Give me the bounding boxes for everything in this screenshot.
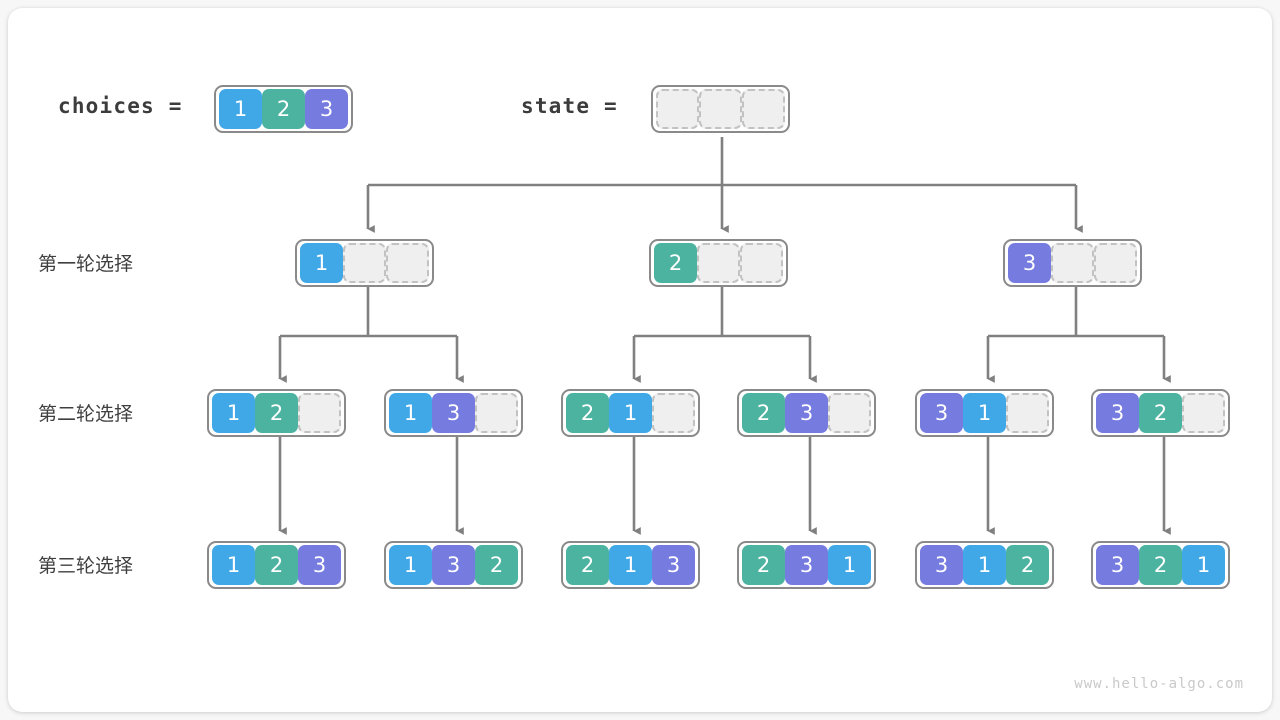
level2-node-5-cell-1: 2 [1139,393,1182,433]
level3-node-3: 2 3 1 [737,541,876,589]
level2-node-2: 2 1 [561,389,700,437]
level1-node-0: 1 [295,239,434,287]
level3-node-5-cell-2: 1 [1182,545,1225,585]
level3-node-4-cell-2: 2 [1006,545,1049,585]
level2-node-5: 3 2 [1091,389,1230,437]
level3-node-3-cell-1: 3 [785,545,828,585]
level2-node-3-cell-0: 2 [742,393,785,433]
level3-node-5-cell-1: 2 [1139,545,1182,585]
choices-cell-1: 2 [262,89,305,129]
level1-node-1-cell-0: 2 [654,243,697,283]
level1-node-1-cell-2 [740,243,783,283]
level3-node-0-cell-2: 3 [298,545,341,585]
row-label-round-1: 第一轮选择 [38,253,134,275]
level3-node-4-cell-1: 1 [963,545,1006,585]
choices-array: 1 2 3 [214,85,353,133]
level2-node-3-cell-2 [828,393,871,433]
state-cell-0 [656,89,699,129]
level2-node-1-cell-0: 1 [389,393,432,433]
level2-node-4-cell-0: 3 [920,393,963,433]
level2-node-0-cell-2 [298,393,341,433]
level3-node-4-cell-0: 3 [920,545,963,585]
level3-node-5-cell-0: 3 [1096,545,1139,585]
level2-node-3: 2 3 [737,389,876,437]
state-cell-2 [742,89,785,129]
row-label-round-2: 第二轮选择 [38,403,134,425]
level1-node-1-cell-1 [697,243,740,283]
level2-node-5-cell-0: 3 [1096,393,1139,433]
level3-node-0: 1 2 3 [207,541,346,589]
level3-node-2-cell-2: 3 [652,545,695,585]
level2-node-4: 3 1 [915,389,1054,437]
level2-node-3-cell-1: 3 [785,393,828,433]
row-label-round-3: 第三轮选择 [38,555,134,577]
level3-node-5: 3 2 1 [1091,541,1230,589]
state-cell-1 [699,89,742,129]
state-label: state = [521,94,618,118]
level3-node-4: 3 1 2 [915,541,1054,589]
level2-node-1-cell-2 [475,393,518,433]
level1-node-0-cell-0: 1 [300,243,343,283]
level2-node-0-cell-0: 1 [212,393,255,433]
level1-node-2-cell-0: 3 [1008,243,1051,283]
level2-node-4-cell-2 [1006,393,1049,433]
level3-node-0-cell-1: 2 [255,545,298,585]
level2-node-5-cell-2 [1182,393,1225,433]
level3-node-1-cell-2: 2 [475,545,518,585]
level3-node-2: 2 1 3 [561,541,700,589]
level2-node-0-cell-1: 2 [255,393,298,433]
level2-node-1-cell-1: 3 [432,393,475,433]
level1-node-1: 2 [649,239,788,287]
level3-node-2-cell-1: 1 [609,545,652,585]
level3-node-3-cell-2: 1 [828,545,871,585]
level1-node-2-cell-1 [1051,243,1094,283]
choices-cell-2: 3 [305,89,348,129]
watermark: www.hello-algo.com [1074,676,1244,692]
level1-node-0-cell-1 [343,243,386,283]
level1-node-2-cell-2 [1094,243,1137,283]
level2-node-2-cell-1: 1 [609,393,652,433]
level2-node-2-cell-2 [652,393,695,433]
level3-node-3-cell-0: 2 [742,545,785,585]
level2-node-2-cell-0: 2 [566,393,609,433]
level1-node-2: 3 [1003,239,1142,287]
choices-cell-0: 1 [219,89,262,129]
level1-node-0-cell-2 [386,243,429,283]
state-array [651,85,790,133]
level3-node-2-cell-0: 2 [566,545,609,585]
level3-node-0-cell-0: 1 [212,545,255,585]
level3-node-1: 1 3 2 [384,541,523,589]
level2-node-4-cell-1: 1 [963,393,1006,433]
level3-node-1-cell-1: 3 [432,545,475,585]
choices-label: choices = [58,94,183,118]
level3-node-1-cell-0: 1 [389,545,432,585]
level2-node-1: 1 3 [384,389,523,437]
level2-node-0: 1 2 [207,389,346,437]
